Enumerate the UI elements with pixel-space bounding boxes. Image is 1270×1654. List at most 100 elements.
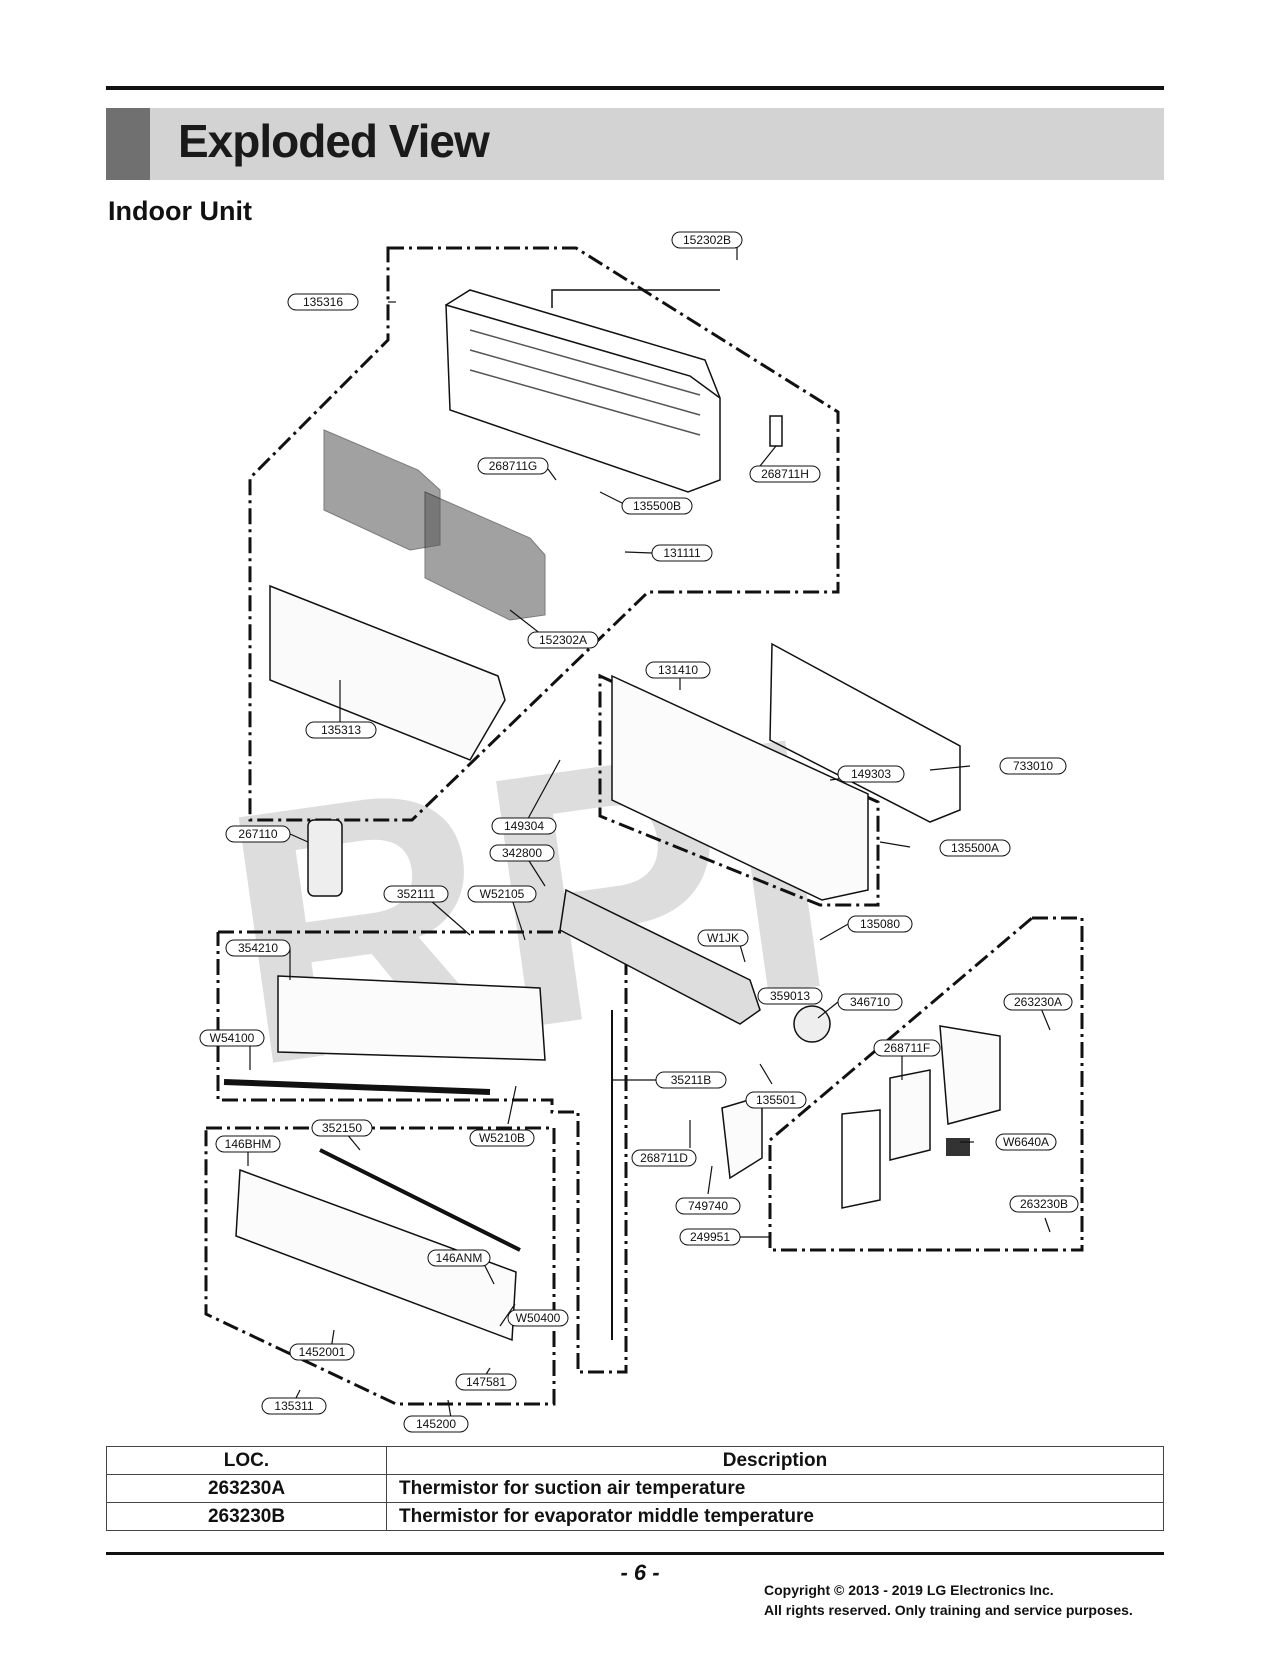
part-label-pills: 152302B 135316 268711G 268711H 135500B 1… bbox=[199, 231, 1079, 1433]
part-label: 135080 bbox=[847, 915, 913, 933]
svg-text:346710: 346710 bbox=[850, 995, 890, 1009]
svg-text:131111: 131111 bbox=[663, 546, 701, 560]
svg-text:W52105: W52105 bbox=[480, 887, 525, 901]
svg-text:249951: 249951 bbox=[690, 1230, 730, 1244]
table-cell-loc: 263230B bbox=[106, 1502, 387, 1531]
part-label: W1JK bbox=[697, 929, 749, 947]
copyright-notice: Copyright © 2013 - 2019 LG Electronics I… bbox=[764, 1580, 1133, 1620]
svg-text:W1JK: W1JK bbox=[707, 931, 739, 945]
control-box-drawing bbox=[939, 1025, 1001, 1125]
svg-text:733010: 733010 bbox=[1013, 759, 1053, 773]
svg-text:W5210B: W5210B bbox=[479, 1131, 525, 1145]
svg-text:135311: 135311 bbox=[274, 1399, 313, 1413]
table-cell-loc: 263230A bbox=[106, 1474, 387, 1503]
svg-text:352150: 352150 bbox=[322, 1121, 362, 1135]
part-label: 267110 bbox=[225, 825, 291, 843]
part-label: W5210B bbox=[469, 1129, 535, 1147]
svg-text:147581: 147581 bbox=[466, 1375, 506, 1389]
control-bracket-drawing bbox=[841, 1109, 881, 1209]
svg-text:263230A: 263230A bbox=[1014, 995, 1062, 1009]
part-label: 352111 bbox=[383, 885, 449, 903]
svg-text:135316: 135316 bbox=[303, 295, 343, 309]
svg-text:135500B: 135500B bbox=[633, 499, 681, 513]
column-header-loc: LOC. bbox=[106, 1446, 387, 1475]
svg-text:152302B: 152302B bbox=[683, 233, 731, 247]
table-cell-description: Thermistor for suction air temperature bbox=[386, 1474, 1164, 1503]
part-label: 268711D bbox=[631, 1149, 697, 1167]
installation-plate-drawing bbox=[769, 642, 961, 823]
part-label: 359013 bbox=[757, 987, 823, 1005]
svg-text:135313: 135313 bbox=[321, 723, 361, 737]
part-label: 135501 bbox=[745, 1091, 807, 1109]
part-label: 146BHM bbox=[215, 1135, 281, 1153]
svg-text:342800: 342800 bbox=[502, 846, 542, 860]
part-label: 249951 bbox=[679, 1228, 741, 1246]
group-evaporator-outline bbox=[216, 930, 628, 1374]
part-label: 152302B bbox=[671, 231, 743, 249]
part-label: 135500A bbox=[939, 839, 1011, 857]
page-number: - 6 - bbox=[620, 1560, 660, 1585]
table-header-row: LOC. Description bbox=[106, 1446, 1164, 1475]
svg-text:135500A: 135500A bbox=[951, 841, 999, 855]
svg-text:149304: 149304 bbox=[504, 819, 544, 833]
svg-text:268711F: 268711F bbox=[884, 1041, 930, 1055]
vane-rod-drawing bbox=[319, 1148, 521, 1252]
svg-text:W50400: W50400 bbox=[516, 1311, 561, 1325]
part-label: 733010 bbox=[999, 757, 1067, 775]
svg-text:W54100: W54100 bbox=[210, 1031, 255, 1045]
page-title: Exploded View bbox=[178, 115, 490, 167]
svg-text:146ANM: 146ANM bbox=[436, 1251, 483, 1265]
drain-hose-drawing bbox=[223, 1079, 491, 1095]
svg-text:359013: 359013 bbox=[770, 989, 810, 1003]
part-label: 268711H bbox=[749, 465, 821, 483]
svg-text:W6640A: W6640A bbox=[1003, 1135, 1049, 1149]
parts-table: LOC. Description 263230A Thermistor for … bbox=[106, 1446, 1164, 1531]
copyright-line-1: Copyright © 2013 - 2019 LG Electronics I… bbox=[764, 1582, 1054, 1598]
svg-text:268711G: 268711G bbox=[489, 459, 538, 473]
terminal-block-drawing bbox=[946, 1138, 970, 1156]
cross-flow-fan-drawing bbox=[559, 888, 761, 1025]
table-row: 263230A Thermistor for suction air tempe… bbox=[106, 1474, 1164, 1503]
svg-text:1452001: 1452001 bbox=[299, 1345, 346, 1359]
exploded-view-diagram: RPI bbox=[199, 231, 1084, 1433]
svg-text:35211B: 35211B bbox=[671, 1073, 711, 1087]
svg-text:146BHM: 146BHM bbox=[225, 1137, 272, 1151]
svg-text:135501: 135501 bbox=[756, 1093, 796, 1107]
indoor-unit-body-drawing bbox=[445, 289, 783, 493]
evaporator-drawing bbox=[277, 975, 546, 1061]
part-label: 268711F bbox=[873, 1039, 941, 1057]
part-label: 131410 bbox=[645, 661, 711, 679]
svg-text:263230B: 263230B bbox=[1020, 1197, 1068, 1211]
bottom-rule bbox=[106, 1552, 1164, 1555]
part-label: 135500B bbox=[621, 497, 693, 515]
part-label: 149304 bbox=[491, 817, 557, 835]
svg-text:131410: 131410 bbox=[658, 663, 698, 677]
part-label: 152302A bbox=[527, 631, 599, 649]
part-label: 1452001 bbox=[289, 1343, 355, 1361]
column-header-description: Description bbox=[386, 1446, 1164, 1475]
svg-text:145200: 145200 bbox=[416, 1417, 456, 1431]
svg-text:354210: 354210 bbox=[238, 941, 278, 955]
chassis-drawing bbox=[611, 674, 869, 901]
title-bar: Exploded View bbox=[106, 108, 1164, 180]
part-label: 135316 bbox=[287, 293, 359, 311]
part-label: 346710 bbox=[837, 993, 903, 1011]
part-label: 149303 bbox=[837, 765, 905, 783]
part-label: 146ANM bbox=[427, 1249, 491, 1267]
part-label: 268711G bbox=[477, 457, 549, 475]
louver-assembly-drawing bbox=[235, 1168, 517, 1342]
copyright-line-2: All rights reserved. Only training and s… bbox=[764, 1602, 1133, 1618]
svg-text:267110: 267110 bbox=[238, 827, 277, 841]
fan-motor-drawing bbox=[793, 1005, 831, 1043]
table-cell-description: Thermistor for evaporator middle tempera… bbox=[386, 1502, 1164, 1531]
part-label: 147581 bbox=[455, 1373, 517, 1391]
svg-text:352111: 352111 bbox=[397, 887, 436, 901]
svg-text:135080: 135080 bbox=[860, 917, 900, 931]
part-label: 135311 bbox=[261, 1397, 327, 1415]
part-label: W50400 bbox=[507, 1309, 569, 1327]
part-label: 342800 bbox=[489, 844, 555, 862]
part-label: W52105 bbox=[467, 885, 537, 903]
section-subtitle: Indoor Unit bbox=[108, 196, 252, 226]
part-label: 263230B bbox=[1009, 1195, 1079, 1213]
part-label: 145200 bbox=[403, 1415, 469, 1433]
